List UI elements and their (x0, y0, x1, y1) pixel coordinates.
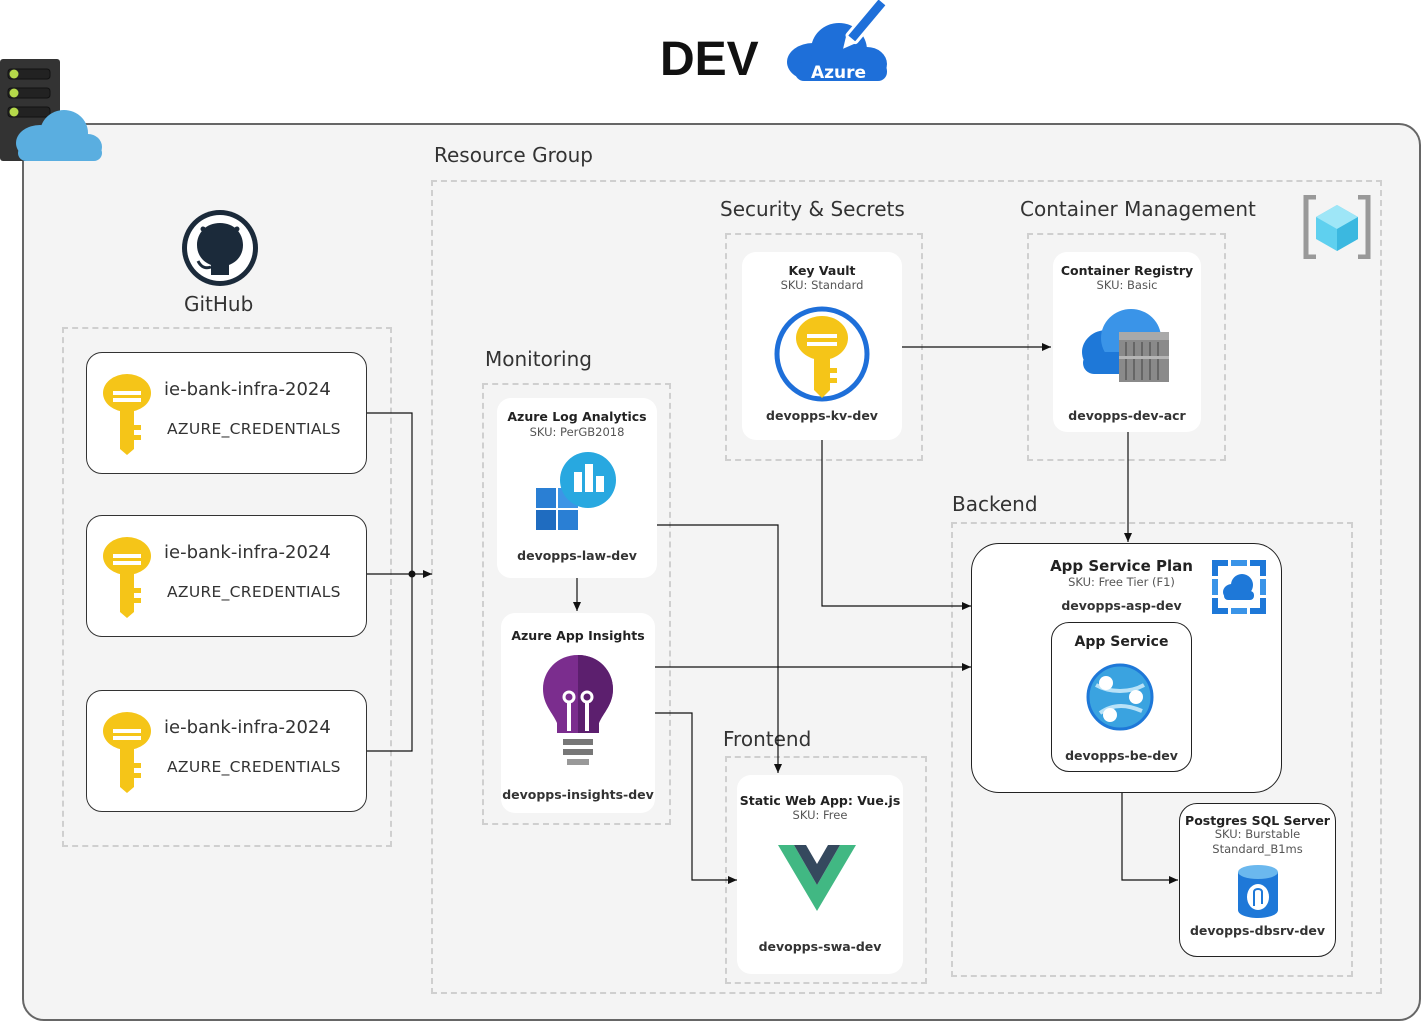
frontend-label: Frontend (723, 727, 812, 751)
resource-name: devopps-dev-acr (1068, 408, 1186, 423)
repo-name: ie-bank-infra-2024 (164, 542, 331, 563)
github-secret-card: ie-bank-infra-2024 AZURE_CREDENTIALS (86, 352, 367, 474)
resource-title: Key Vault (788, 263, 856, 278)
key-icon (103, 712, 151, 793)
page-title: DEV (660, 33, 759, 86)
secret-name: AZURE_CREDENTIALS (167, 758, 341, 776)
app-service-card: App Service devopps-be-dev (1051, 622, 1192, 772)
backend-label: Backend (952, 492, 1038, 516)
resource-sku: SKU: Free Tier (F1) (1068, 575, 1175, 589)
github-label: GitHub (184, 292, 254, 316)
azure-logo-icon: Azure (783, 0, 893, 84)
resource-name: devopps-swa-dev (758, 939, 882, 954)
secret-name: AZURE_CREDENTIALS (167, 583, 341, 601)
postgres-card: Postgres SQL Server SKU: Burstable Stand… (1179, 803, 1336, 957)
resource-group-icon (1302, 194, 1372, 260)
github-secret-card: ie-bank-infra-2024 AZURE_CREDENTIALS (86, 690, 367, 812)
key-icon (103, 374, 151, 455)
repo-name: ie-bank-infra-2024 (164, 379, 331, 400)
resource-title: Container Registry (1060, 263, 1194, 278)
resource-sku: SKU: Burstable (1214, 827, 1301, 841)
lightbulb-icon (543, 655, 613, 765)
resource-title: Azure Log Analytics (507, 409, 647, 424)
resource-sku: SKU: Free (792, 808, 848, 822)
key-vault-card: Key Vault SKU: Standard devopps-kv-dev (742, 252, 902, 440)
container-registry-icon (1082, 309, 1169, 382)
resource-title: Static Web App: Vue.js (739, 793, 901, 808)
resource-name: devopps-law-dev (517, 548, 637, 563)
log-analytics-card: Azure Log Analytics SKU: PerGB2018 devop… (497, 398, 657, 578)
resource-name: devopps-insights-dev (502, 787, 654, 802)
resource-name: devopps-be-dev (1065, 748, 1178, 763)
server-cloud-icon (0, 59, 104, 163)
resource-title: App Service Plan (1050, 557, 1193, 575)
resource-group-box (431, 180, 1382, 994)
log-analytics-icon (536, 452, 616, 530)
github-secret-card: ie-bank-infra-2024 AZURE_CREDENTIALS (86, 515, 367, 637)
security-label: Security & Secrets (720, 197, 905, 221)
resource-sku: SKU: Standard (780, 278, 864, 292)
azure-badge-text: Azure (811, 63, 866, 83)
backend-group (951, 522, 1353, 977)
resource-title: Postgres SQL Server (1185, 813, 1330, 828)
resource-name: devopps-asp-dev (1061, 598, 1182, 613)
resource-sku: Standard_B1ms (1212, 842, 1303, 856)
resource-name: devopps-kv-dev (766, 408, 878, 423)
monitoring-group (482, 383, 671, 825)
app-service-plan-icon (1212, 560, 1266, 614)
app-service-icon (1086, 663, 1154, 731)
key-icon (103, 537, 151, 618)
postgres-icon (1238, 865, 1278, 918)
resource-title: Azure App Insights (511, 628, 645, 643)
resource-sku: SKU: PerGB2018 (529, 425, 625, 439)
resource-sku: SKU: Basic (1096, 278, 1158, 292)
github-icon (181, 209, 259, 287)
frontend-group (725, 756, 927, 984)
key-vault-icon (774, 306, 870, 402)
secret-name: AZURE_CREDENTIALS (167, 420, 341, 438)
container-registry-card: Container Registry SKU: Basic devopps-de… (1053, 252, 1201, 432)
monitoring-label: Monitoring (485, 347, 592, 371)
repo-name: ie-bank-infra-2024 (164, 717, 331, 738)
container-label: Container Management (1020, 197, 1256, 221)
resource-name: devopps-dbsrv-dev (1189, 923, 1326, 938)
resource-group-label: Resource Group (434, 143, 593, 167)
resource-title: App Service (1074, 634, 1169, 650)
vue-logo-icon (778, 845, 856, 911)
app-insights-card: Azure App Insights devopps-insights-dev (501, 613, 655, 813)
github-secrets-box (62, 327, 392, 847)
static-web-app-card: Static Web App: Vue.js SKU: Free devopps… (737, 775, 903, 974)
